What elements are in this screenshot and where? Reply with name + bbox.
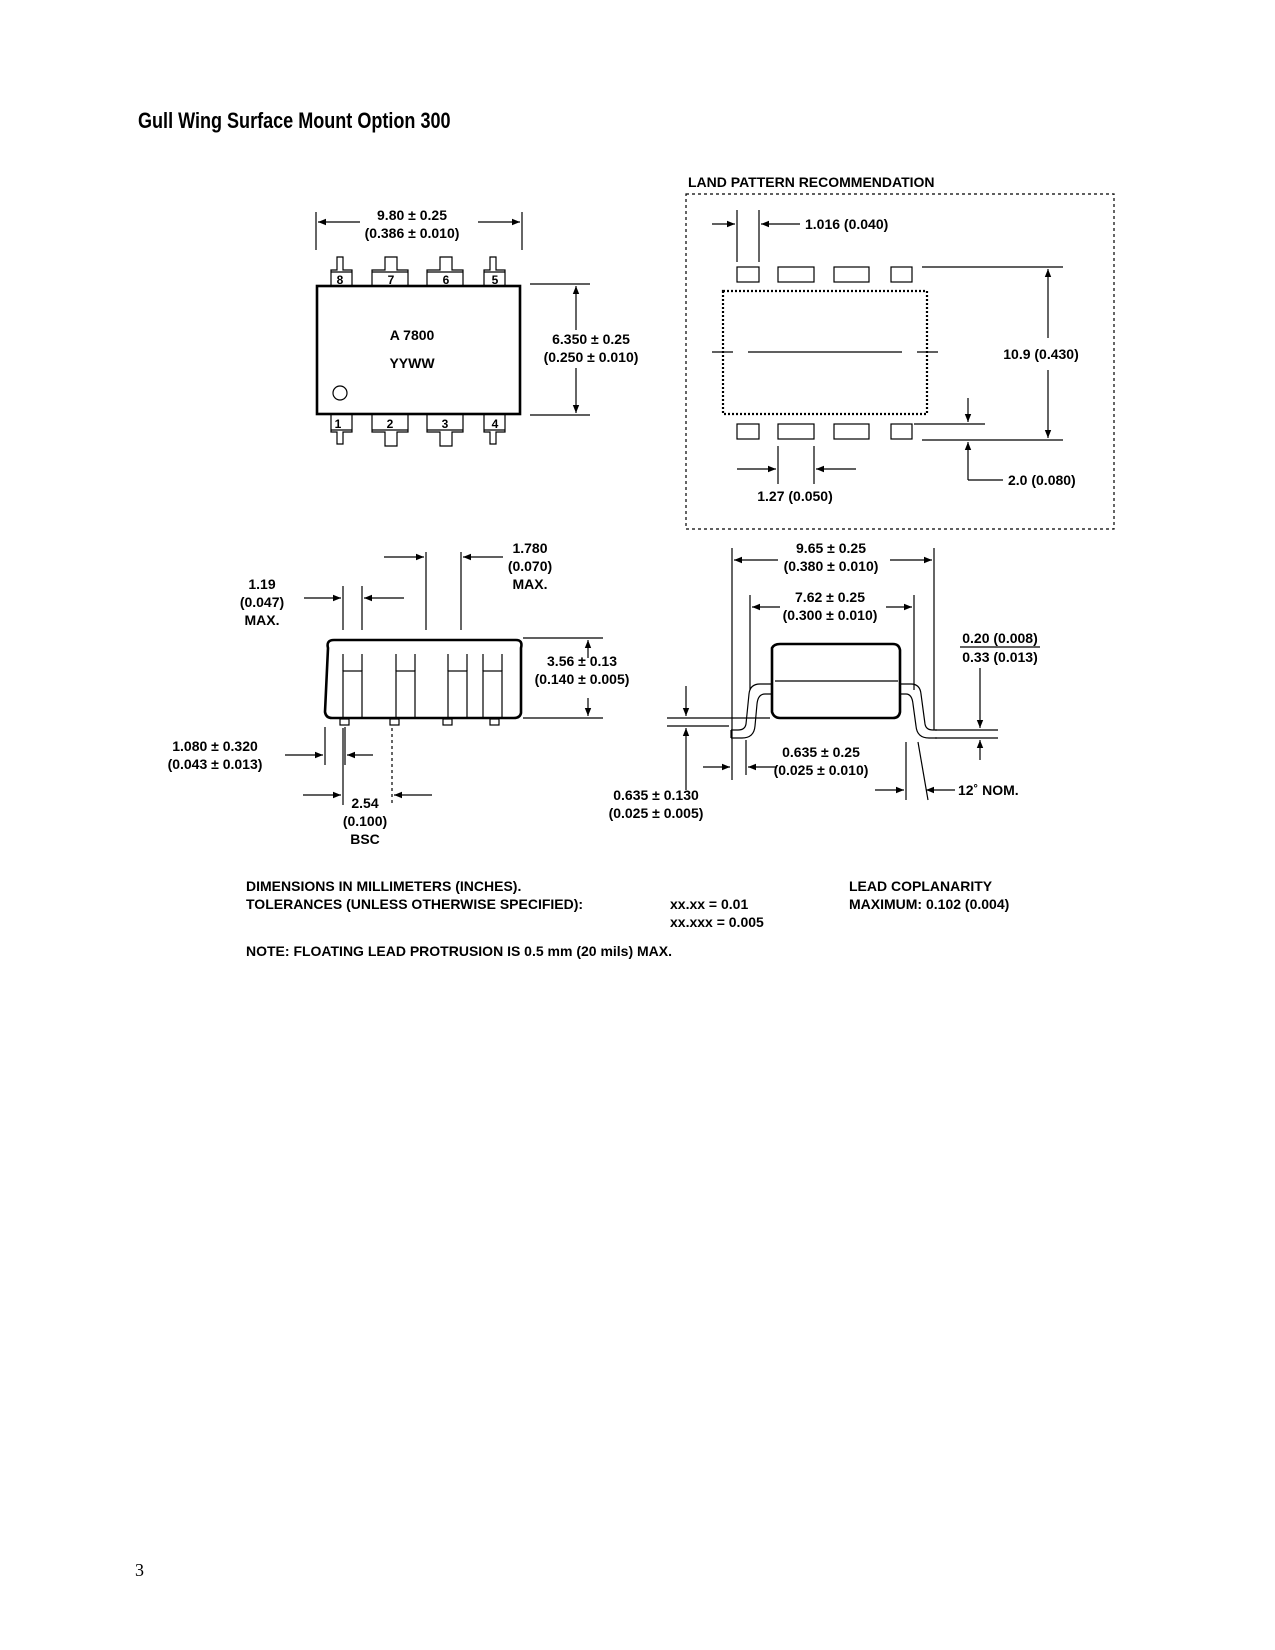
land-pattern-heading: LAND PATTERN RECOMMENDATION [688, 174, 935, 190]
pin-label-6: 6 [443, 273, 450, 287]
lead-width-2: (0.047) [240, 594, 284, 610]
land-pattern-frame [685, 193, 1115, 530]
angle-label: 12˚ NOM. [958, 782, 1019, 798]
row-spacing-mm: 7.62 ± 0.25 [795, 589, 865, 605]
pin1-indicator [332, 385, 348, 401]
top-height-mm: 6.350 ± 0.25 [552, 331, 630, 347]
pitch-1: 2.54 [351, 795, 378, 811]
note-floating-lead: NOTE: FLOATING LEAD PROTRUSION IS 0.5 mm… [246, 943, 672, 959]
land-pattern: LAND PATTERN RECOMMENDATION 1.016 (0.040… [685, 174, 1115, 530]
lead-thk-b: 0.33 (0.013) [962, 649, 1038, 665]
notes: DIMENSIONS IN MILLIMETERS (INCHES). TOLE… [246, 878, 1009, 959]
lead-width-3: MAX. [245, 612, 280, 628]
top-width-in: (0.386 ± 0.010) [365, 225, 460, 241]
pin-label-5: 5 [492, 273, 499, 287]
top-height-in: (0.250 ± 0.010) [544, 349, 639, 365]
shoulder-2: (0.070) [508, 558, 552, 574]
note-dims: DIMENSIONS IN MILLIMETERS (INCHES). [246, 878, 521, 894]
side-leads [339, 654, 503, 726]
overall-width-in: (0.380 ± 0.010) [784, 558, 879, 574]
overall-width-mm: 9.65 ± 0.25 [796, 540, 866, 556]
standoff-mm: 0.635 ± 0.130 [613, 787, 699, 803]
page-title: Gull Wing Surface Mount Option 300 [138, 108, 451, 133]
body-height-mm: 3.56 ± 0.13 [547, 653, 617, 669]
note-tol-a: xx.xx = 0.01 [670, 896, 748, 912]
note-coplan-1: LEAD COPLANARITY [849, 878, 993, 894]
top-view: 9.80 ± 0.25 (0.386 ± 0.010) A 7800 YYWW … [315, 207, 639, 447]
note-tol-b: xx.xxx = 0.005 [670, 914, 764, 930]
bottom-leads [330, 414, 506, 447]
pad-length-label: 2.0 (0.080) [1008, 472, 1076, 488]
shoulder-3: MAX. [513, 576, 548, 592]
lead-width-1: 1.19 [248, 576, 275, 592]
pin-label-2: 2 [387, 417, 394, 431]
pad-pitch-label: 1.27 (0.050) [757, 488, 833, 504]
lead-pos-mm: 1.080 ± 0.320 [172, 738, 258, 754]
pitch-2: (0.100) [343, 813, 387, 829]
pitch-3: BSC [350, 831, 380, 847]
note-coplan-2: MAXIMUM: 0.102 (0.004) [849, 896, 1009, 912]
part-marking-1: A 7800 [390, 327, 435, 343]
body-height-in: (0.140 ± 0.005) [535, 671, 630, 687]
top-leads [330, 256, 506, 286]
pin-label-4: 4 [492, 417, 499, 431]
top-width-mm: 9.80 ± 0.25 [377, 207, 447, 223]
pin-label-3: 3 [442, 417, 449, 431]
lead-thk-a: 0.20 (0.008) [962, 630, 1038, 646]
pin-label-8: 8 [337, 273, 344, 287]
pad-width-label: 1.016 (0.040) [805, 216, 888, 232]
side-body [323, 638, 523, 720]
end-body [770, 642, 902, 720]
land-pads [736, 266, 913, 440]
overall-height-label: 10.9 (0.430) [1003, 346, 1079, 362]
shoulder-1: 1.780 [512, 540, 547, 556]
note-tolerances: TOLERANCES (UNLESS OTHERWISE SPECIFIED): [246, 896, 583, 912]
end-view: 9.65 ± 0.25 (0.380 ± 0.010) 7.62 ± 0.25 … [609, 540, 1040, 821]
package-body [315, 284, 522, 416]
pin-label-7: 7 [388, 273, 395, 287]
foot-mm: 0.635 ± 0.25 [782, 744, 860, 760]
row-spacing-in: (0.300 ± 0.010) [783, 607, 878, 623]
part-marking-2: YYWW [389, 355, 435, 371]
pin-label-1: 1 [335, 417, 342, 431]
page-number: 3 [135, 1560, 144, 1580]
lead-pos-in: (0.043 ± 0.013) [168, 756, 263, 772]
standoff-in: (0.025 ± 0.005) [609, 805, 704, 821]
side-view: 1.19 (0.047) MAX. 1.780 (0.070) MAX. 3.5… [168, 540, 630, 847]
foot-in: (0.025 ± 0.010) [774, 762, 869, 778]
